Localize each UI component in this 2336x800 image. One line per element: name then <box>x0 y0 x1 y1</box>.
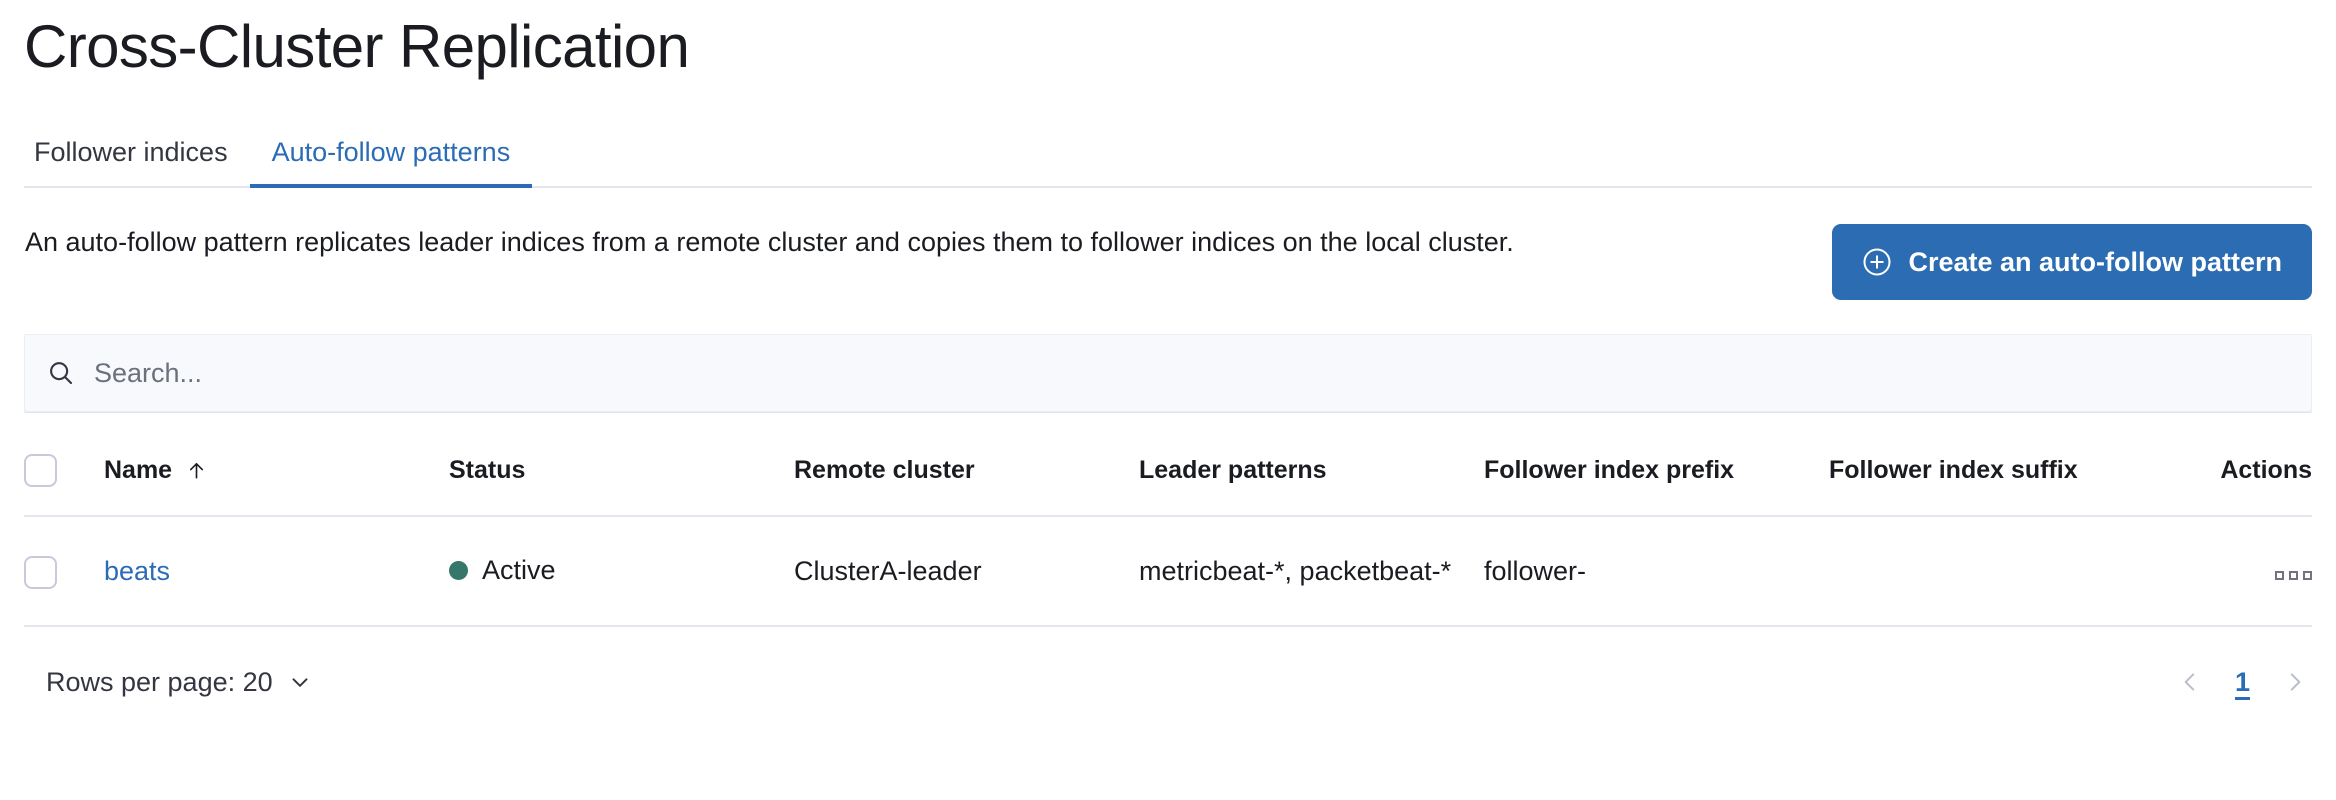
column-header-follower-index-prefix[interactable]: Follower index prefix <box>1484 454 1829 517</box>
select-all-header <box>24 454 104 517</box>
rows-per-page-label: Rows per page: 20 <box>46 666 273 697</box>
cell-status: Active <box>449 516 794 628</box>
column-header-remote-cluster[interactable]: Remote cluster <box>794 454 1139 517</box>
create-auto-follow-pattern-button[interactable]: Create an auto-follow pattern <box>1832 224 2312 300</box>
column-header-follower-index-suffix[interactable]: Follower index suffix <box>1829 454 2174 517</box>
auto-follow-patterns-table: Name Status Remote cluster Leader patter… <box>24 454 2312 628</box>
boxes-horizontal-icon <box>2275 570 2284 580</box>
sort-arrow-up-icon <box>190 462 204 479</box>
pattern-name-link[interactable]: beats <box>104 555 171 586</box>
table-row: beats Active ClusterA-leader metricbeat-… <box>24 516 2312 628</box>
create-button-label: Create an auto-follow pattern <box>1908 246 2282 277</box>
status-dot-icon <box>449 561 468 581</box>
table-header-row: Name Status Remote cluster Leader patter… <box>24 454 2312 517</box>
column-header-actions: Actions <box>2174 454 2312 517</box>
page-title: Cross-Cluster Replication <box>24 13 690 80</box>
cell-follower-index-suffix <box>1829 516 2174 628</box>
tab-follower-indices[interactable]: Follower indices <box>24 139 250 186</box>
chevron-down-icon <box>292 678 308 687</box>
status-label: Active <box>482 555 556 585</box>
cell-remote-cluster: ClusterA-leader <box>794 516 1139 628</box>
description-row: An auto-follow pattern replicates leader… <box>24 222 2312 300</box>
cell-follower-index-prefix: follower- <box>1484 516 1829 628</box>
row-checkbox[interactable] <box>24 555 57 589</box>
plus-in-circle-icon <box>1863 248 1891 276</box>
column-header-leader-patterns[interactable]: Leader patterns <box>1139 454 1484 517</box>
search-icon <box>50 362 73 385</box>
description-text: An auto-follow pattern replicates leader… <box>25 227 1514 257</box>
boxes-horizontal-icon <box>2303 570 2312 580</box>
cell-name: beats <box>104 516 449 628</box>
search-input[interactable] <box>94 334 2290 412</box>
chevron-left-icon <box>2184 673 2195 691</box>
select-all-checkbox[interactable] <box>24 454 57 487</box>
boxes-horizontal-icon <box>2289 570 2298 580</box>
search-bar[interactable] <box>24 334 2312 412</box>
rows-per-page-button[interactable]: Rows per page: 20 <box>24 667 313 698</box>
cell-actions <box>2174 516 2312 628</box>
table-footer: Rows per page: 20 1 <box>24 665 2312 699</box>
cell-leader-patterns: metricbeat-*, packetbeat-* <box>1139 516 1484 628</box>
row-select-cell <box>24 516 104 628</box>
tab-auto-follow-patterns[interactable]: Auto-follow patterns <box>249 139 533 188</box>
tab-bar: Follower indices Auto-follow patterns <box>24 122 2312 188</box>
column-header-status[interactable]: Status <box>449 454 794 517</box>
chevron-right-icon <box>2290 673 2301 691</box>
pagination-previous-button[interactable] <box>2173 665 2207 699</box>
pagination-next-button[interactable] <box>2278 665 2312 699</box>
column-header-name-label: Name <box>104 456 173 484</box>
pagination-page-1-button[interactable]: 1 <box>2229 667 2256 698</box>
row-actions-button[interactable] <box>2275 570 2312 580</box>
column-header-name[interactable]: Name <box>104 454 449 517</box>
pagination: 1 <box>2173 665 2312 699</box>
